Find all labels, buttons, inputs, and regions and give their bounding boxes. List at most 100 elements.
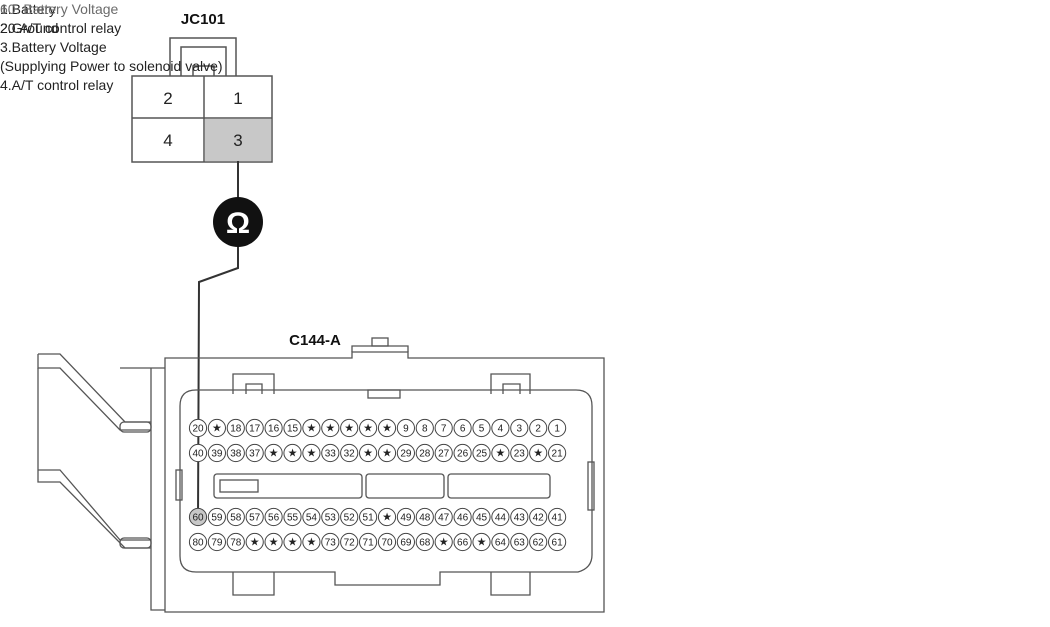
c144a-pin-label: ★ xyxy=(269,448,279,460)
c144a-pin: 2 xyxy=(529,418,548,438)
c144a-pin: 66 xyxy=(453,532,472,552)
c144a-pin-label: 46 xyxy=(457,513,469,524)
c144a-pin: 23 xyxy=(510,443,529,463)
c144a-pin: 60 xyxy=(188,507,208,527)
c144a-pin-label: 18 xyxy=(230,424,242,435)
c144a-pin-label: ★ xyxy=(477,537,487,549)
c144a-pin: 72 xyxy=(340,532,359,552)
c144a-pin-label: ★ xyxy=(288,448,298,460)
c144a-pin-unused: ★ xyxy=(434,532,453,552)
c144a-pin-label: 17 xyxy=(249,424,261,435)
c144a-pin-label: 79 xyxy=(211,538,223,549)
c144a-pin: 64 xyxy=(491,532,510,552)
c144a-pin: 80 xyxy=(188,532,208,552)
ohmmeter-icon: Ω xyxy=(213,197,263,247)
c144a-legend-item: 60. Battery Voltage xyxy=(0,1,119,17)
c144a-pin-label: 15 xyxy=(287,424,299,435)
svg-text:Ω: Ω xyxy=(226,207,250,240)
c144a-pin-label: 80 xyxy=(192,538,204,549)
c144a-pin-label: 21 xyxy=(552,449,564,460)
c144a-pin-label: 64 xyxy=(495,538,507,549)
jc101-legend-item: (Supplying Power to solenoid valve) xyxy=(0,58,223,74)
c144a-pin-unused: ★ xyxy=(529,443,548,463)
c144a-pin: 46 xyxy=(453,507,472,527)
c144a-pin-label: 16 xyxy=(268,424,280,435)
c144a-pin: 18 xyxy=(226,418,245,438)
c144a-pin: 47 xyxy=(434,507,453,527)
c144a-pin-label: 58 xyxy=(230,513,242,524)
c144a-pin: 78 xyxy=(226,532,245,552)
c144a-pin: 61 xyxy=(548,532,567,552)
c144a-pin: 7 xyxy=(434,418,453,438)
c144a-pin: 54 xyxy=(302,507,321,527)
c144a-pin-label: 44 xyxy=(495,513,507,524)
c144a-connector xyxy=(37,337,605,613)
c144a-pin: 57 xyxy=(245,507,264,527)
c144a-pin: 49 xyxy=(396,507,415,527)
c144a-pin-unused: ★ xyxy=(491,443,510,463)
c144a-pin-label: 54 xyxy=(306,513,318,524)
c144a-pin: 73 xyxy=(321,532,340,552)
c144a-pin: 63 xyxy=(510,532,529,552)
c144a-pin: 32 xyxy=(340,443,359,463)
c144a-pin: 20 xyxy=(188,418,208,438)
c144a-pin: 44 xyxy=(491,507,510,527)
c144a-pin: 40 xyxy=(188,443,208,463)
c144a-legend-item: 20.A/T control relay xyxy=(0,20,122,36)
c144a-pin-label: 63 xyxy=(514,538,526,549)
c144a-pin-unused: ★ xyxy=(302,418,321,438)
c144a-pin-label: 32 xyxy=(344,449,356,460)
c144a-pin-label: 43 xyxy=(514,513,526,524)
c144a-pin-label: 41 xyxy=(552,513,564,524)
c144a-pin-label: 49 xyxy=(400,513,412,524)
c144a-pin: 62 xyxy=(529,532,548,552)
c144a-pin: 16 xyxy=(264,418,283,438)
jc101-cell: 1 xyxy=(233,89,242,108)
c144a-pin: 17 xyxy=(245,418,264,438)
c144a-title: C144-A xyxy=(289,332,341,349)
c144a-pin: 9 xyxy=(396,418,415,438)
c144a-pin-label: 47 xyxy=(438,513,450,524)
c144a-pin-label: 70 xyxy=(381,538,393,549)
jc101-legend-item: 3.Battery Voltage xyxy=(0,39,107,55)
jc101-cell: 4 xyxy=(163,131,172,150)
c144a-pin-label: 48 xyxy=(419,513,431,524)
c144a-pin-unused: ★ xyxy=(264,443,283,463)
c144a-pin-label: 59 xyxy=(211,513,223,524)
c144a-pin: 3 xyxy=(510,418,529,438)
c144a-pin-label: 62 xyxy=(533,538,545,549)
jc101-legend-item: 1.Battery xyxy=(0,1,57,17)
c144a-pin-unused: ★ xyxy=(340,418,359,438)
c144a-pin-label: 55 xyxy=(287,513,299,524)
c144a-pin: 53 xyxy=(321,507,340,527)
c144a-pin-label: 28 xyxy=(419,449,431,460)
c144a-pin: 58 xyxy=(226,507,245,527)
c144a-pin-label: 51 xyxy=(363,513,375,524)
c144a-pin-label: ★ xyxy=(382,423,392,435)
c144a-pin-label: 20 xyxy=(192,424,204,435)
c144a-pin-unused: ★ xyxy=(377,507,397,527)
c144a-pin-unused: ★ xyxy=(321,418,340,438)
jc101-pin3-highlight xyxy=(205,119,271,161)
c144a-pin: 48 xyxy=(415,507,434,527)
c144a-pin-label: 73 xyxy=(325,538,337,549)
c144a-pin: 41 xyxy=(548,507,567,527)
c144a-pin: 43 xyxy=(510,507,529,527)
c144a-pin-label: 4 xyxy=(498,424,504,435)
c144a-pin-label: 1 xyxy=(554,424,560,435)
jc101-legend-item: 4.A/T control relay xyxy=(0,77,114,93)
c144a-pin-label: 52 xyxy=(344,513,356,524)
c144a-pin-label: 2 xyxy=(535,424,541,435)
c144a-pin: 28 xyxy=(415,443,434,463)
c144a-pin: 33 xyxy=(321,443,340,463)
c144a-pin-label: 57 xyxy=(249,513,261,524)
jc101-title: JC101 xyxy=(181,11,225,28)
c144a-pin: 27 xyxy=(434,443,453,463)
c144a-pin-label: ★ xyxy=(250,537,260,549)
c144a-pin-label: 68 xyxy=(419,538,431,549)
c144a-pin-label: ★ xyxy=(306,448,316,460)
c144a-pin-unused: ★ xyxy=(302,532,321,552)
c144a-pin: 71 xyxy=(359,532,378,552)
c144a-pin: 29 xyxy=(396,443,415,463)
c144a-pin: 45 xyxy=(472,507,491,527)
